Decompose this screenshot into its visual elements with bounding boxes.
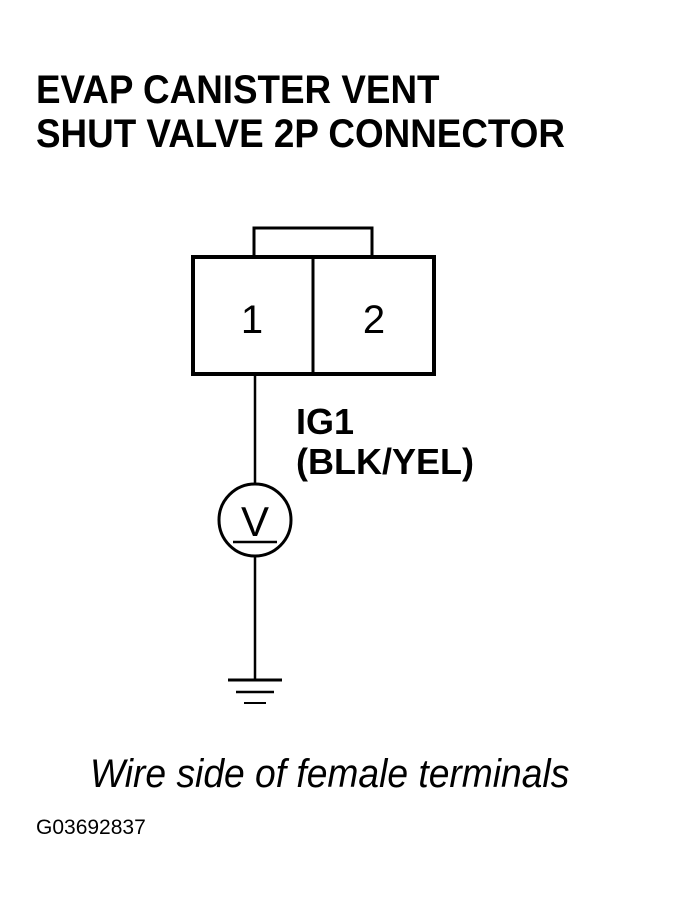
terminal-2-label: 2	[363, 298, 385, 342]
wire-color: (BLK/YEL)	[296, 441, 474, 482]
wire-label: IG1 (BLK/YEL)	[296, 402, 474, 482]
title-line-2: SHUT VALVE 2P CONNECTOR	[36, 112, 565, 156]
wire-signal-name: IG1	[296, 401, 355, 442]
connector-latch	[252, 226, 374, 260]
diagram-title: EVAP CANISTER VENT SHUT VALVE 2P CONNECT…	[36, 68, 565, 156]
figure-id: G03692837	[36, 816, 146, 839]
view-caption: Wire side of female terminals	[90, 752, 570, 796]
title-line-1: EVAP CANISTER VENT	[36, 68, 440, 112]
ground-icon	[228, 678, 282, 704]
voltmeter-icon: V	[217, 482, 293, 558]
voltmeter-symbol: V	[241, 498, 269, 545]
terminal-1-label: 1	[241, 298, 263, 342]
